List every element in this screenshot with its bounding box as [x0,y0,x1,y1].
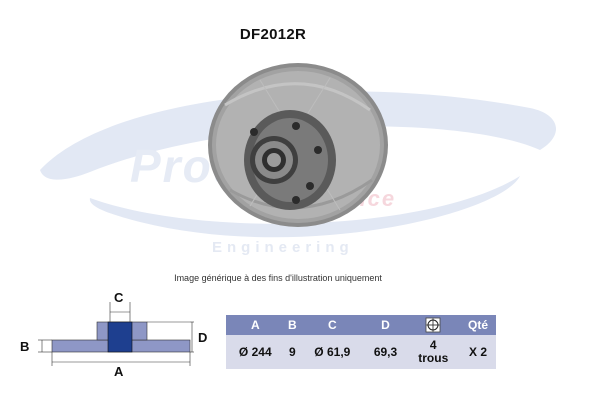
value-a: Ø 244 [226,335,285,369]
brand-watermark-graphic: ProtecDis France Engineering [40,63,557,256]
value-b: 9 [284,335,301,369]
value-holes: 4 trous [406,335,461,369]
holes-unit: trous [418,351,449,365]
illustration-disclaimer: Image générique à des fins d'illustratio… [174,273,382,283]
header-b: B [284,315,301,335]
label-d: D [198,330,207,345]
dimension-diagram: C D B A [20,290,207,379]
value-c: Ø 61,9 [300,335,365,369]
spec-table: A B C D Qté Ø 244 9 Ø 61,9 69,3 4 trous … [226,315,496,369]
value-qty: X 2 [460,335,496,369]
value-d: 69,3 [364,335,407,369]
label-a: A [114,364,124,379]
header-holes [406,315,461,335]
bolt-hole-icon [425,317,441,333]
label-c: C [114,290,124,305]
spec-header-row: A B C D Qté [226,315,496,335]
header-qty: Qté [460,315,496,335]
header-a: A [226,315,285,335]
header-d: D [364,315,407,335]
hub-bore [107,321,133,353]
product-reference: DF2012R [239,26,307,43]
header-c: C [300,315,365,335]
label-b: B [20,339,29,354]
holes-count: 4 [429,338,437,352]
brake-disc-image [208,63,388,227]
watermark-tagline-text: Engineering [212,239,354,256]
spec-value-row: Ø 244 9 Ø 61,9 69,3 4 trous X 2 [226,335,496,369]
